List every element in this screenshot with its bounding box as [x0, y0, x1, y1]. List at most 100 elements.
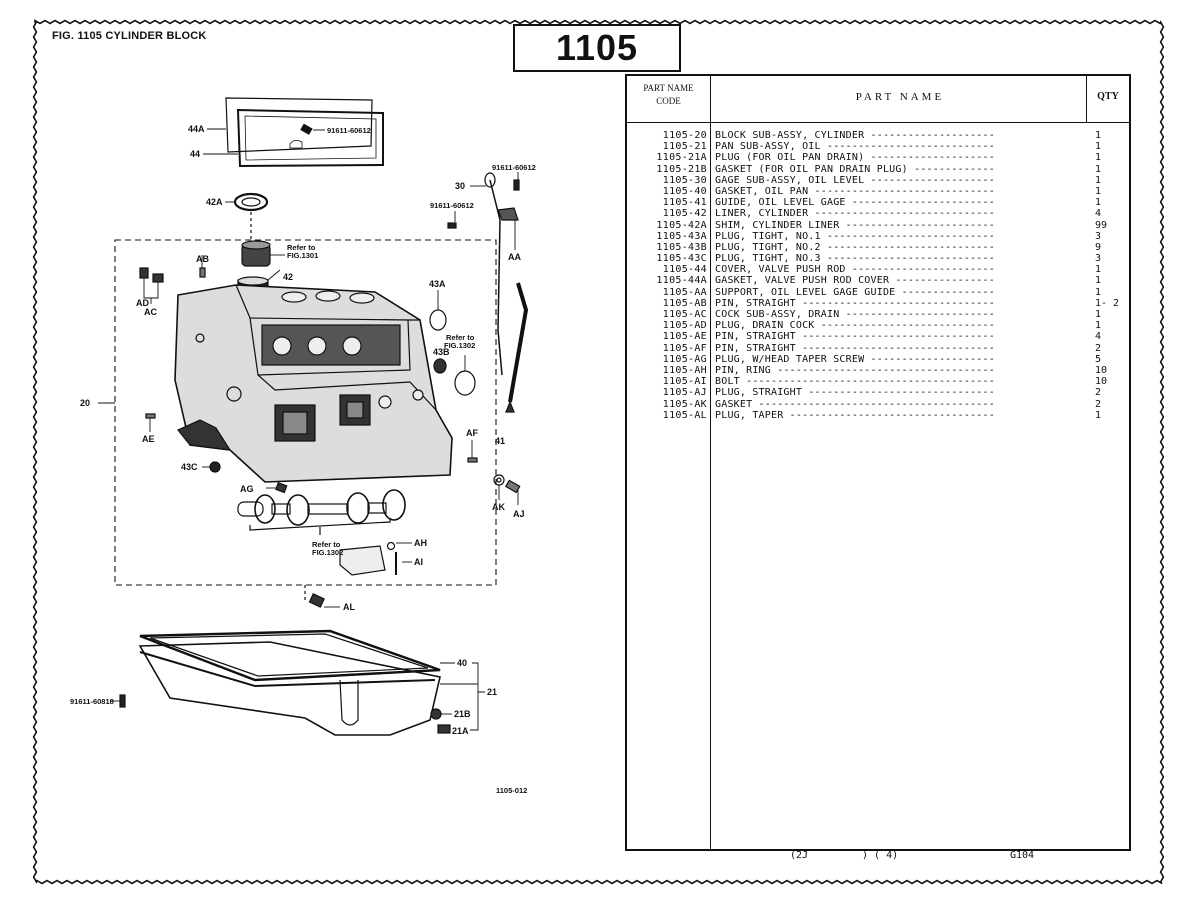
callout-AL: AL — [343, 602, 355, 612]
footer-left: (2J — [790, 850, 809, 861]
part-qty: 1 — [1095, 141, 1102, 153]
part-name: COVER, VALVE PUSH ROD ------------------… — [715, 264, 995, 276]
dotted-leader: ---------------------------------------- — [739, 376, 995, 388]
table-row: 1105-44 COVER, VALVE PUSH ROD -----------… — [627, 264, 1129, 275]
part-code: 1105-AK — [662, 398, 707, 410]
callout-30: 30 — [455, 181, 465, 191]
tight-plug-no3-shape — [209, 461, 221, 473]
part-code: 1105-AJ — [662, 387, 707, 399]
header-part-name: PART NAME — [855, 91, 945, 103]
part-qty: 1 — [1095, 275, 1102, 287]
diagram-svg: 44A 44 91611-60612 30 91611-60612 91611-… — [70, 97, 536, 795]
part-name: BLOCK SUB-ASSY, CYLINDER ---------------… — [715, 130, 995, 141]
dotted-leader: --------------------------- — [820, 230, 995, 242]
figure-title: FIG. 1105 CYLINDER BLOCK — [52, 30, 207, 42]
callout-bolt-gage-right: 91611-60612 — [492, 163, 536, 172]
part-name: COCK SUB-ASSY, DRAIN -------------------… — [715, 309, 995, 320]
table-body: 1105-20 BLOCK SUB-ASSY, CYLINDER --------… — [627, 130, 1129, 421]
dotted-leader: ------------------------ — [839, 309, 995, 320]
part-qty: 99 — [1095, 219, 1108, 231]
dotted-leader: ---------------- — [889, 275, 995, 287]
part-qty: 10 — [1095, 376, 1108, 388]
code-column-divider — [627, 76, 711, 849]
part-qty: 3 — [1095, 230, 1102, 242]
dotted-leader: ----------------------------- — [808, 185, 995, 197]
part-name: PLUG, W/HEAD TAPER SCREW ---------------… — [715, 353, 995, 365]
part-qty: 4 — [1095, 331, 1102, 343]
dotted-leader: -------------------------------------- — [752, 398, 995, 410]
part-qty: 1 — [1095, 264, 1102, 276]
dotted-leader: -------------------- — [864, 353, 995, 365]
dotted-leader: ------------- — [907, 163, 995, 175]
callout-42A: 42A — [206, 197, 223, 207]
part-code: 1105-40 — [662, 185, 707, 197]
part-code: 1105-43B — [656, 241, 707, 253]
part-code: 1105-AC — [662, 309, 707, 320]
part-qty: 2 — [1095, 387, 1102, 399]
part-name: GASKET, VALVE PUSH ROD COVER -----------… — [715, 275, 995, 287]
camshaft-shape — [237, 489, 406, 526]
part-name: GASKET ---------------------------------… — [715, 398, 995, 410]
figure-number: 1105 — [555, 27, 639, 68]
callout-42: 42 — [283, 272, 293, 282]
part-code: 1105-AG — [662, 353, 707, 365]
part-qty: 1 — [1095, 409, 1102, 421]
callout-43C: 43C — [181, 462, 198, 472]
callout-refer-cam-line2: FIG.1302 — [312, 548, 343, 557]
callout-refer-side-line1: Refer to — [446, 333, 475, 342]
part-code: 1105-AH — [662, 364, 707, 376]
callout-AI: AI — [414, 557, 423, 567]
part-qty: 2 — [1095, 398, 1102, 410]
part-code: 1105-AI — [662, 376, 707, 388]
part-qty: 9 — [1095, 241, 1102, 253]
part-name: SUPPORT, OIL LEVEL GAGE GUIDE ----------… — [715, 286, 995, 298]
callout-bolt-gage-left: 91611-60612 — [430, 201, 474, 210]
dotted-leader: --------------------------------- — [783, 409, 995, 421]
callout-AJ: AJ — [513, 509, 525, 519]
callout-44: 44 — [190, 149, 200, 159]
part-name: GASKET, OIL PAN ------------------------… — [715, 185, 995, 197]
dotted-leader: ----------------------------- — [808, 208, 995, 220]
qty-column-divider — [1086, 76, 1087, 122]
part-qty: 1 — [1095, 130, 1102, 141]
exploded-parts-diagram: 44A 44 91611-60612 30 91611-60612 91611-… — [40, 80, 600, 820]
part-qty: 1 — [1095, 185, 1102, 197]
part-name: PLUG, TAPER ----------------------------… — [715, 409, 995, 421]
part-name: PAN SUB-ASSY, OIL ----------------------… — [715, 141, 995, 153]
table-row: 1105-AH PIN, RING -----------------------… — [627, 365, 1129, 376]
block-assembly-boundary — [114, 239, 497, 586]
callout-21: 21 — [487, 687, 497, 697]
dotted-leader: --------------------------- — [820, 141, 995, 153]
table-row: 1105-AC COCK SUB-ASSY, DRAIN ------------… — [627, 309, 1129, 320]
footer-right: G104 — [1010, 850, 1035, 861]
callout-AA: AA — [508, 252, 521, 262]
oil-pan-gasket-shape — [139, 629, 441, 682]
table-row: 1105-AG PLUG, W/HEAD TAPER SCREW --------… — [627, 354, 1129, 365]
part-name: GASKET (FOR OIL PAN DRAIN PLUG) --------… — [715, 163, 995, 175]
dotted-leader: ---------------------------- — [814, 320, 995, 332]
cylinder-block-shape — [174, 284, 453, 483]
footer-middle: ) ( 4) — [862, 850, 899, 861]
dotted-leader: -------------------- — [864, 130, 995, 141]
part-code: 1105-20 — [662, 130, 707, 141]
part-name: GUIDE, OIL LEVEL GAGE ------------------… — [715, 197, 995, 209]
part-code: 1105-44A — [656, 275, 707, 287]
gasket-valve-push-rod-cover-shape — [225, 97, 373, 153]
callout-AH: AH — [414, 538, 427, 548]
callout-43A: 43A — [429, 279, 446, 289]
part-name: PIN, RING ------------------------------… — [715, 364, 995, 376]
dotted-leader: ------------------------------- — [795, 331, 995, 343]
part-code: 1105-44 — [662, 264, 707, 276]
part-name: PLUG, TIGHT, NO.1 ----------------------… — [715, 230, 995, 242]
part-name: BOLT -----------------------------------… — [715, 376, 995, 388]
part-qty: 5 — [1095, 353, 1102, 365]
